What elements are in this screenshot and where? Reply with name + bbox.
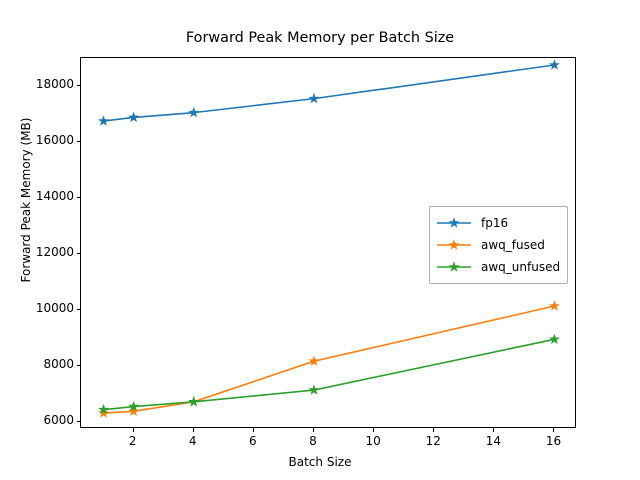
x-tick-mark xyxy=(493,428,494,432)
series-line xyxy=(102,338,556,411)
legend-swatch xyxy=(436,216,472,230)
y-tick-mark xyxy=(76,309,80,310)
data-point-marker xyxy=(128,400,140,412)
x-tick-mark xyxy=(433,428,434,432)
legend-item-fp16: fp16 xyxy=(436,212,560,234)
y-tick-label: 12000 xyxy=(35,245,74,260)
x-tick-label: 6 xyxy=(249,434,257,448)
x-tick-label: 14 xyxy=(485,434,501,448)
y-tick-label: 16000 xyxy=(35,133,74,148)
x-tick-label: 2 xyxy=(128,434,137,448)
y-tick-label: 14000 xyxy=(35,189,74,204)
x-tick-label: 12 xyxy=(425,434,441,448)
series-awq_unfused xyxy=(98,333,560,415)
x-tick-mark xyxy=(553,428,554,432)
x-tick-mark xyxy=(373,428,374,432)
x-tick-mark xyxy=(313,428,314,432)
legend: fp16 awq_fused awq_unfused xyxy=(429,206,569,284)
y-axis-label: Forward Peak Memory (MB) xyxy=(19,117,33,283)
legend-label: awq_fused xyxy=(481,238,545,252)
x-tick-label: 4 xyxy=(188,434,197,448)
y-tick-mark xyxy=(76,253,80,254)
x-tick-mark xyxy=(193,428,194,432)
legend-item-awq_unfused: awq_unfused xyxy=(436,256,560,278)
data-point-marker xyxy=(98,403,110,415)
x-tick-label: 8 xyxy=(309,434,317,448)
legend-swatch xyxy=(436,238,472,252)
legend-swatch xyxy=(436,260,472,274)
series-line xyxy=(102,64,556,122)
data-point-marker xyxy=(548,300,560,311)
x-tick-mark xyxy=(133,428,134,432)
y-tick-label: 10000 xyxy=(35,301,74,316)
data-point-marker xyxy=(188,396,200,407)
x-tick-mark xyxy=(253,428,254,432)
data-point-marker xyxy=(98,407,110,418)
data-point-marker xyxy=(308,92,320,104)
data-point-marker xyxy=(128,405,140,417)
x-axis-label: Batch Size xyxy=(288,455,352,469)
series-line xyxy=(102,305,556,414)
legend-label: fp16 xyxy=(481,216,509,230)
series-canvas xyxy=(98,59,560,418)
y-tick-label: 6000 xyxy=(43,413,74,428)
data-point-marker xyxy=(548,59,560,70)
y-tick-label: 18000 xyxy=(35,77,74,92)
x-tick-label: 10 xyxy=(365,434,381,448)
y-tick-mark xyxy=(76,365,80,366)
series-fp16 xyxy=(98,59,560,126)
data-point-marker xyxy=(548,333,560,345)
data-point-marker xyxy=(308,355,320,366)
legend-label: awq_unfused xyxy=(481,260,561,274)
legend-item-awq_fused: awq_fused xyxy=(436,234,560,256)
plot-area xyxy=(80,57,576,428)
data-point-marker xyxy=(128,111,140,123)
y-tick-mark xyxy=(76,421,80,422)
data-point-marker xyxy=(188,106,200,118)
chart-title: Forward Peak Memory per Batch Size xyxy=(185,30,455,46)
data-point-marker xyxy=(308,384,320,395)
series-awq_fused xyxy=(98,300,560,418)
x-tick-label: 16 xyxy=(545,434,562,448)
y-tick-label: 8000 xyxy=(43,357,74,372)
y-tick-mark xyxy=(76,197,80,198)
y-tick-mark xyxy=(76,141,80,142)
y-tick-mark xyxy=(76,85,80,86)
data-point-marker xyxy=(98,115,110,126)
